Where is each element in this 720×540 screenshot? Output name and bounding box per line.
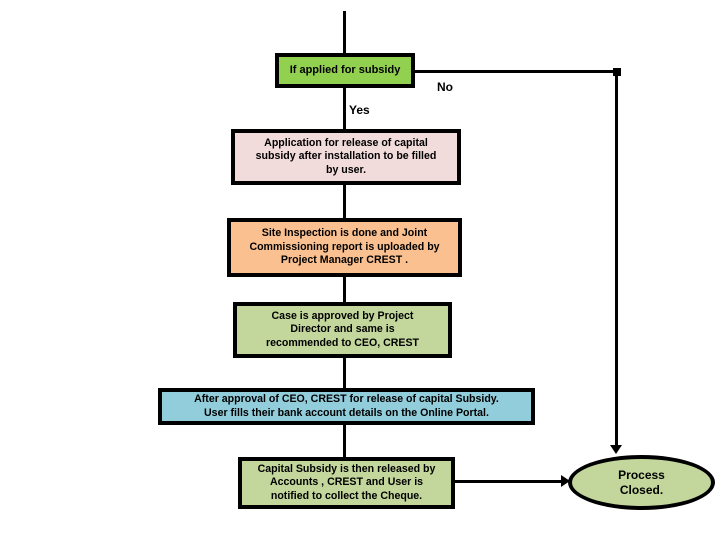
decision-box-if-applied-for-subsidy: If applied for subsidy xyxy=(275,53,415,88)
application-box: Application for release of capital subsi… xyxy=(231,129,461,185)
yes-label: Yes xyxy=(349,103,370,117)
no-branch-horizontal-line xyxy=(415,70,618,73)
flow-line-application-to-inspection xyxy=(343,185,346,218)
release-box: Capital Subsidy is then released by Acco… xyxy=(238,457,455,509)
approval-box: Case is approved by Project Director and… xyxy=(233,302,452,358)
flow-line-decision-to-application xyxy=(343,88,346,129)
process-closed-ellipse: Process Closed. xyxy=(568,455,715,510)
flow-line-inspection-to-approval xyxy=(343,277,346,302)
flow-line-bank-details-to-release xyxy=(343,425,346,457)
no-label: No xyxy=(437,80,453,94)
no-branch-arrowhead-icon xyxy=(610,445,622,454)
release-arrowhead-icon xyxy=(561,475,570,487)
bank-details-box: After approval of CEO, CREST for release… xyxy=(158,388,535,425)
flow-line-release-to-process-closed xyxy=(455,480,567,483)
no-branch-vertical-line xyxy=(615,70,618,447)
site-inspection-box: Site Inspection is done and Joint Commis… xyxy=(227,218,462,277)
flow-line-entry xyxy=(343,11,346,53)
flow-line-approval-to-bank-details xyxy=(343,358,346,388)
